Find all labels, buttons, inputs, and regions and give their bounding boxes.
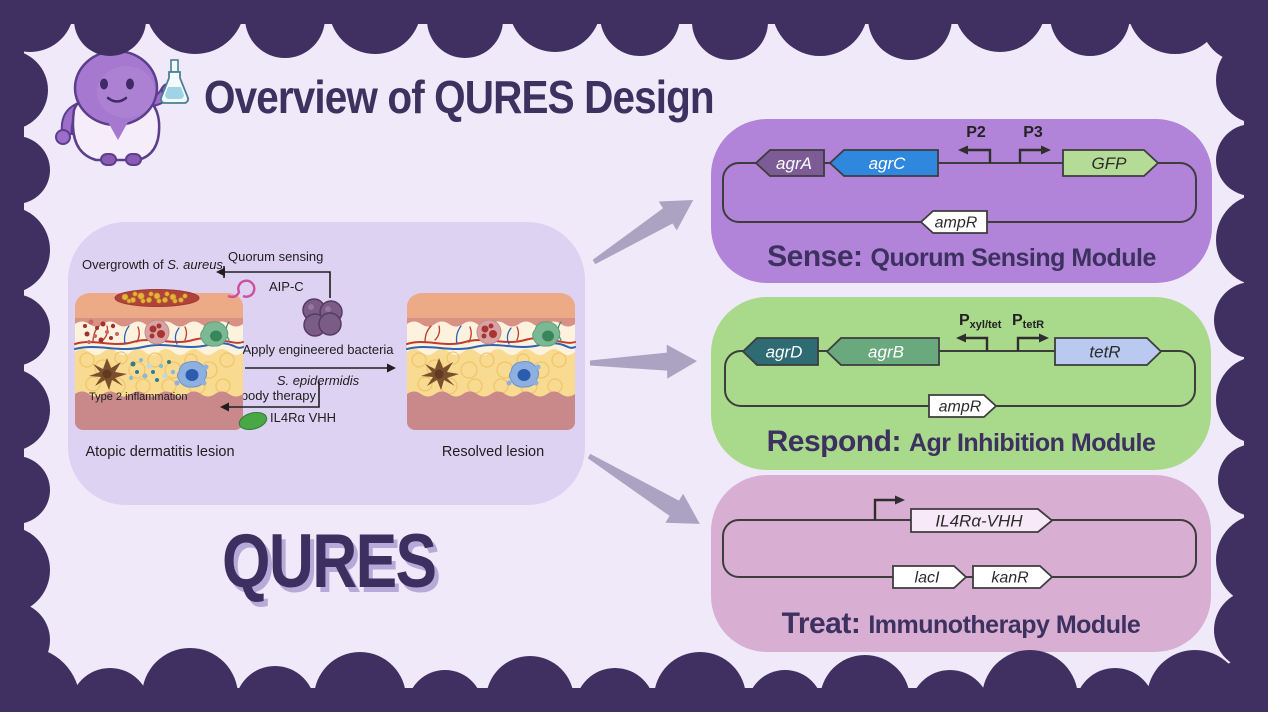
flask-icon bbox=[160, 59, 189, 104]
module-sense: agrA agrC P2 P3 GFP ampR Sense:Quorum Se… bbox=[711, 119, 1212, 283]
gene-label-agrD: agrD bbox=[766, 343, 803, 362]
gene-arrow-IL4Ra-VHH bbox=[910, 508, 1054, 533]
promoter-P2-label: P2 bbox=[966, 124, 986, 141]
s-epidermidis-label: S. epidermidis bbox=[276, 373, 360, 388]
gene-arrow-GFP bbox=[1062, 149, 1160, 177]
inflammation-dots-icon bbox=[83, 319, 176, 382]
gene-label-ampR: ampR bbox=[939, 399, 982, 416]
mascot-scientist-icon bbox=[55, 49, 189, 166]
arrowhead-icon bbox=[1041, 145, 1051, 155]
promoter-tetR-icon bbox=[1016, 336, 1039, 351]
gene-arrow-agrD bbox=[741, 337, 819, 366]
gene-label-IL4Ra-VHH: IL4Rα-VHH bbox=[935, 512, 1023, 531]
apply-bacteria-label: Apply engineered bacteria bbox=[242, 342, 394, 357]
gene-label-agrA: agrA bbox=[776, 154, 812, 173]
gene-arrow-agrC bbox=[828, 149, 939, 177]
panel-annotations bbox=[216, 266, 396, 431]
gene-arrow-tetR bbox=[1054, 337, 1163, 366]
resolved-caption: Resolved lesion bbox=[441, 444, 545, 460]
gene-label-kanR: kanR bbox=[991, 570, 1029, 587]
promoter-P3-icon bbox=[1018, 148, 1041, 163]
s-aureus-cluster-icon bbox=[302, 298, 343, 337]
gene-label-lacI: lacI bbox=[915, 570, 940, 587]
lesion-panel: Overgrowth of S. aureus Quorum sensing A… bbox=[68, 222, 585, 505]
arrowhead-icon bbox=[216, 267, 225, 277]
page-title: Overview of QURES Design bbox=[204, 71, 715, 123]
plasmid-map-treat: IL4Rα-VHH lacI kanR bbox=[722, 495, 1197, 589]
arrowhead-icon bbox=[220, 402, 229, 412]
gene-arrow-lacI bbox=[892, 565, 968, 589]
gene-label-agrB: agrB bbox=[868, 343, 904, 362]
arrowhead-icon bbox=[895, 495, 905, 505]
type2-inflammation-label: Type 2 inflammation bbox=[89, 391, 187, 403]
module-respond: agrD agrB Pxyl/tet PtetR tetR ampR Respo… bbox=[711, 297, 1211, 470]
promoter-P3-label: P3 bbox=[1023, 124, 1043, 141]
lesion-caption: Atopic dermatitis lesion bbox=[85, 444, 235, 460]
module-caption-respond: Respond:Agr Inhibition Module bbox=[766, 425, 1156, 458]
overgrowth-label: Overgrowth of S. aureus bbox=[82, 257, 223, 272]
gene-arrow-agrA bbox=[754, 149, 825, 177]
brand-wordmark: QURES bbox=[222, 519, 437, 604]
module-caption-sense: Sense:Quorum Sensing Module bbox=[767, 240, 1156, 273]
promoter-tetR-label: PtetR bbox=[1012, 312, 1044, 331]
arrowhead-icon bbox=[958, 145, 968, 155]
promoter-xyltet-label: Pxyl/tet bbox=[959, 312, 1002, 331]
gene-label-GFP: GFP bbox=[1092, 154, 1128, 173]
gene-label-agrC: agrC bbox=[869, 154, 907, 173]
il4ra-vhh-label: IL4Rα VHH bbox=[270, 410, 337, 425]
s-aureus-biofilm-icon bbox=[121, 291, 188, 304]
plasmid-map-sense: agrA agrC P2 P3 GFP ampR bbox=[722, 124, 1197, 234]
promoter-xyltet-icon bbox=[965, 336, 989, 351]
arrowhead-icon bbox=[387, 363, 396, 373]
s-epidermidis-cell-icon bbox=[238, 411, 268, 431]
plasmid-map-respond: agrD agrB Pxyl/tet PtetR tetR ampR bbox=[724, 312, 1196, 418]
gene-arrow-ampR bbox=[928, 394, 998, 418]
gene-arrow-ampR bbox=[919, 210, 988, 234]
flow-arrow-respond bbox=[589, 344, 697, 379]
aip-peptide-icon bbox=[227, 279, 256, 299]
module-treat: IL4Rα-VHH lacI kanR Treat:Immunotherapy … bbox=[711, 475, 1211, 652]
quorum-sensing-label: Quorum sensing bbox=[228, 249, 324, 264]
promoter-P2-icon bbox=[967, 148, 992, 163]
promoter-icon bbox=[873, 498, 895, 520]
arrowhead-icon bbox=[1039, 333, 1049, 343]
skin-lesion-illustration: Type 2 inflammation bbox=[74, 289, 244, 431]
gene-arrow-kanR bbox=[972, 565, 1054, 589]
gene-arrow-agrB bbox=[825, 337, 940, 366]
module-caption-treat: Treat:Immunotherapy Module bbox=[781, 607, 1141, 640]
aip-c-label: AIP-C bbox=[269, 279, 304, 294]
gene-label-tetR: tetR bbox=[1089, 343, 1120, 362]
flow-arrow-sense bbox=[592, 199, 694, 265]
arrowhead-icon bbox=[956, 333, 966, 343]
flow-arrow-treat bbox=[587, 453, 700, 524]
gene-label-ampR: ampR bbox=[935, 215, 978, 232]
